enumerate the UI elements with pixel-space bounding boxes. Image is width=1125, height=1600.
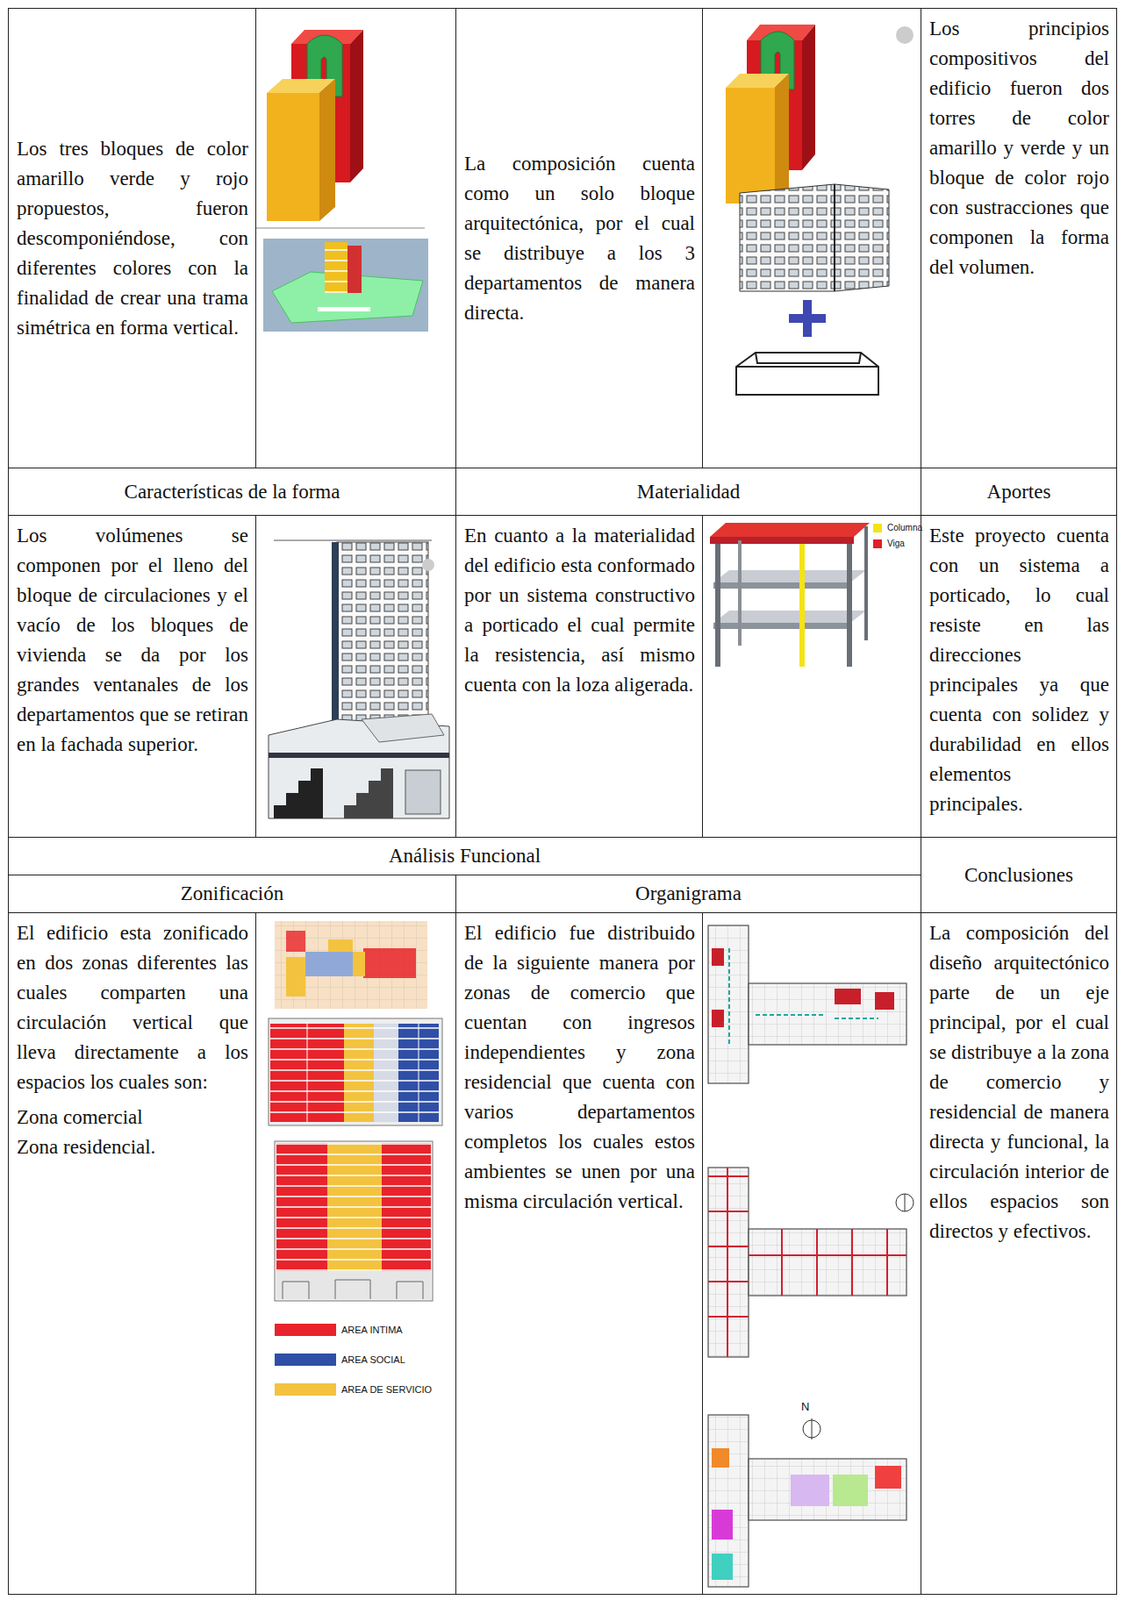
- row-text: El edificio esta zonificado en dos zonas…: [8, 913, 256, 1104]
- row-text: En cuanto a la materialidad del edificio…: [456, 515, 703, 706]
- header-cell: Conclusiones: [921, 838, 1118, 914]
- image-cell: AREA INTIMA AREA SOCIAL AREA DE SERVICIO: [256, 913, 457, 1596]
- row-text: El edificio fue distribuido de la siguie…: [456, 913, 703, 1223]
- legend-text: Viga: [887, 538, 905, 549]
- image-cell: [702, 8, 922, 469]
- volume-blocks-illustration: [256, 8, 457, 469]
- column-header: Materialidad: [456, 473, 921, 511]
- column-header: Aportes: [921, 473, 1117, 511]
- table-cell: La composición del diseño arquitectónico…: [921, 913, 1118, 1596]
- row-text: La composición del diseño arquitectónico…: [921, 913, 1117, 1253]
- table-cell: El edificio fue distribuido de la siguie…: [456, 913, 703, 1596]
- header-cell: Aportes: [921, 468, 1118, 516]
- legend-swatch: [274, 1354, 337, 1367]
- legend-text: Columna: [887, 523, 923, 533]
- section-illustration: [256, 515, 457, 839]
- row-text: Los tres bloques de color amarillo verde…: [8, 128, 256, 349]
- header-cell: Análisis Funcional: [8, 838, 922, 876]
- row-text: La composición cuenta como un solo bloqu…: [456, 143, 703, 334]
- legend-text: AREA DE SERVICIO: [341, 1384, 432, 1396]
- north-arrow-label: N: [801, 1401, 810, 1414]
- table-cell: Los principios compositivos del edificio…: [921, 8, 1118, 469]
- header-cell: Materialidad: [456, 468, 922, 516]
- table-cell: La composición cuenta como un solo bloqu…: [456, 8, 703, 469]
- legend-entry: AREA DE SERVICIO: [274, 1383, 432, 1397]
- image-cell: [256, 8, 457, 469]
- frame-structure-illustration: [702, 515, 922, 839]
- table-cell: Los volúmenes se componen por el lleno d…: [8, 515, 257, 839]
- header-cell: Características de la forma: [8, 468, 457, 516]
- zone-item: Zona residencial.: [8, 1132, 256, 1163]
- plans-illustration: [702, 913, 922, 1596]
- row-text: Los volúmenes se componen por el lleno d…: [8, 515, 256, 766]
- header-cell: Organigrama: [456, 875, 922, 914]
- section-header: Análisis Funcional: [8, 838, 921, 875]
- legend-swatch: [274, 1383, 337, 1397]
- zoning-illustration: [256, 913, 457, 1596]
- legend-swatch: [274, 1324, 337, 1337]
- row-text: Este proyecto cuenta con un sistema a po…: [921, 515, 1117, 825]
- row-text: Los principios compositivos del edificio…: [921, 8, 1117, 288]
- zone-item: Zona comercial: [8, 1103, 256, 1133]
- legend-swatch: [873, 523, 882, 533]
- column-header: Organigrama: [456, 875, 921, 913]
- legend-entry: Viga: [873, 538, 905, 549]
- header-cell: Zonificación: [8, 875, 457, 914]
- column-header: Zonificación: [8, 875, 456, 913]
- table-cell: En cuanto a la materialidad del edificio…: [456, 515, 703, 839]
- image-cell: N: [702, 913, 922, 1596]
- legend-text: AREA SOCIAL: [341, 1354, 406, 1366]
- table-cell: El edificio esta zonificado en dos zonas…: [8, 913, 257, 1596]
- composition-illustration: [702, 8, 922, 469]
- column-header: Características de la forma: [8, 473, 456, 511]
- legend-entry: AREA SOCIAL: [274, 1354, 406, 1367]
- legend-swatch: [873, 539, 882, 549]
- image-cell: [256, 515, 457, 839]
- image-cell: ColumnaViga: [702, 515, 922, 839]
- table-cell: Este proyecto cuenta con un sistema a po…: [921, 515, 1118, 839]
- legend-entry: Columna: [873, 523, 923, 533]
- analysis-table: Los tres bloques de color amarillo verde…: [7, 7, 1118, 1596]
- table-cell: Los tres bloques de color amarillo verde…: [8, 8, 257, 469]
- legend-entry: AREA INTIMA: [274, 1324, 403, 1337]
- column-header: Conclusiones: [921, 857, 1117, 895]
- legend-text: AREA INTIMA: [341, 1325, 403, 1336]
